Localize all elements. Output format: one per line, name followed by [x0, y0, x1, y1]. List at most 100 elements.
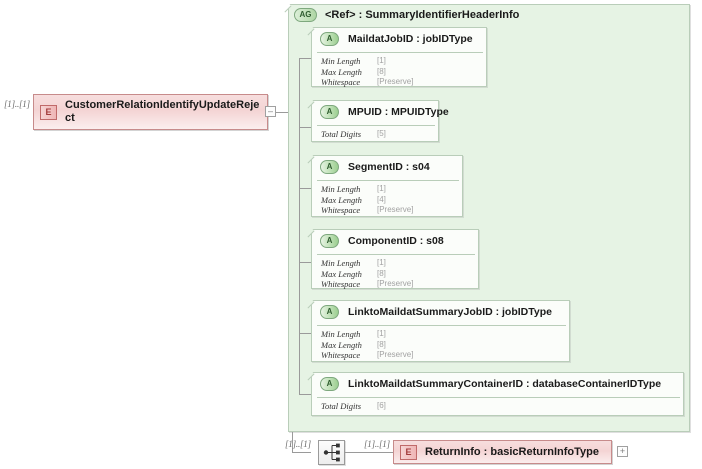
element-type-badge-icon: E — [400, 444, 417, 460]
facet-value: [1] — [377, 329, 386, 338]
attribute-tree-stub-1 — [299, 58, 311, 59]
connector-sequence-to-child — [345, 452, 393, 453]
attribute-box-linkto-maildat-summary-job-id[interactable]: A LinktoMaildatSummaryJobID : jobIDType … — [311, 300, 570, 362]
facet-row: Max Length [8] — [321, 67, 413, 78]
child-element-cardinality: [1]..[1] — [364, 439, 390, 449]
attribute-tree-stub-4 — [299, 262, 311, 263]
element-box-customer-relation-identify-update-reject[interactable]: E CustomerRelationIdentifyUpdateReject — [33, 94, 268, 130]
attribute-header-linkto-maildat-summary-job-id: A LinktoMaildatSummaryJobID : jobIDType — [320, 305, 552, 319]
facet-label: Max Length — [321, 268, 362, 279]
facet-label: Min Length — [321, 56, 361, 66]
attribute-box-component-id[interactable]: A ComponentID : s08 Min Length [1] Max L… — [311, 229, 479, 289]
facet-list: Min Length [1] Max Length [8] Whitespace… — [321, 258, 413, 290]
facet-value: [6] — [377, 401, 386, 410]
facet-label: Total Digits — [321, 401, 362, 411]
attribute-badge-icon: A — [320, 234, 339, 248]
attribute-name-label: MPUID : MPUIDType — [348, 106, 449, 118]
facet-row: Min Length [1] — [321, 258, 413, 269]
attribute-divider — [317, 52, 483, 53]
facet-label: Min Length — [321, 258, 361, 268]
attribute-name-label: LinktoMaildatSummaryContainerID : databa… — [348, 378, 662, 390]
facet-row: Total Digits [6] — [321, 401, 386, 412]
attribute-name-label: LinktoMaildatSummaryJobID : jobIDType — [348, 306, 552, 318]
attribute-divider — [317, 397, 680, 398]
facet-label: Max Length — [321, 194, 362, 205]
element-box-return-info[interactable]: E ReturnInfo : basicReturnInfoType — [393, 440, 612, 464]
facet-value: [1] — [377, 258, 386, 267]
attribute-divider — [317, 254, 475, 255]
collapse-expander-icon-root-element[interactable]: – — [265, 106, 276, 117]
attribute-divider — [317, 125, 435, 126]
facet-label: Whitespace — [321, 350, 361, 360]
facet-label: Max Length — [321, 66, 362, 77]
facet-label: Min Length — [321, 329, 361, 339]
facet-list: Min Length [1] Max Length [8] Whitespace… — [321, 56, 413, 88]
attribute-group-header: AG <Ref> : SummaryIdentifierHeaderInfo — [294, 8, 519, 22]
attribute-badge-icon: A — [320, 305, 339, 319]
sequence-cardinality-left: [1]..[1] — [285, 439, 311, 449]
element-type-badge-icon: E — [40, 104, 57, 120]
facet-value: [4] — [377, 194, 386, 204]
facet-list: Total Digits [5] — [321, 129, 386, 140]
expand-expander-icon-return-info[interactable]: + — [617, 446, 628, 457]
attribute-tree-stub-2 — [299, 127, 311, 128]
facet-row: Min Length [1] — [321, 56, 413, 67]
facet-row: Total Digits [5] — [321, 129, 386, 140]
facet-value: [8] — [377, 268, 386, 278]
attribute-name-label: ComponentID : s08 — [348, 235, 444, 247]
attribute-tree-stub-5 — [299, 333, 311, 334]
facet-label: Total Digits — [321, 129, 362, 139]
facet-value: [Preserve] — [377, 205, 414, 214]
facet-list: Total Digits [6] — [321, 401, 386, 412]
facet-row: Min Length [1] — [321, 184, 413, 195]
attribute-divider — [317, 180, 459, 181]
facet-value: [1] — [377, 56, 386, 65]
facet-value: [8] — [377, 339, 386, 349]
attribute-tree-stub-6 — [299, 394, 311, 395]
attribute-divider — [317, 325, 566, 326]
connector-root-to-trunk — [276, 112, 292, 113]
facet-list: Min Length [1] Max Length [4] Whitespace… — [321, 184, 413, 216]
root-element-cardinality: [1]..[1] — [4, 99, 30, 109]
attribute-box-linkto-maildat-summary-container-id[interactable]: A LinktoMaildatSummaryContainerID : data… — [311, 372, 684, 416]
attribute-box-maildat-job-id[interactable]: A MaildatJobID : jobIDType Min Length [1… — [311, 27, 487, 87]
child-element-label: ReturnInfo : basicReturnInfoType — [425, 445, 599, 458]
attribute-group-badge-icon: AG — [294, 8, 317, 22]
attribute-badge-icon: A — [320, 160, 339, 174]
facet-list: Min Length [1] Max Length [8] Whitespace… — [321, 329, 413, 361]
sequence-compositor-icon[interactable] — [318, 440, 345, 465]
attribute-group-title: <Ref> : SummaryIdentifierHeaderInfo — [325, 9, 520, 21]
attribute-header-linkto-maildat-summary-container-id: A LinktoMaildatSummaryContainerID : data… — [320, 377, 661, 391]
attribute-badge-icon: A — [320, 105, 339, 119]
facet-row: Whitespace [Preserve] — [321, 350, 413, 361]
sequence-icon-glyph — [323, 443, 340, 462]
facet-label: Whitespace — [321, 205, 361, 215]
facet-row: Max Length [8] — [321, 269, 413, 280]
facet-row: Whitespace [Preserve] — [321, 205, 413, 216]
attribute-name-label: MaildatJobID : jobIDType — [348, 33, 473, 45]
facet-value: [Preserve] — [377, 77, 414, 86]
attribute-header-segment-id: A SegmentID : s04 — [320, 160, 430, 174]
attribute-box-mpuid[interactable]: A MPUID : MPUIDType Total Digits [5] — [311, 100, 449, 142]
attribute-header-mpuid: A MPUID : MPUIDType — [320, 105, 449, 119]
facet-label: Whitespace — [321, 279, 361, 289]
attribute-name-label: SegmentID : s04 — [348, 161, 430, 173]
attribute-header-maildat-job-id: A MaildatJobID : jobIDType — [320, 32, 473, 46]
facet-row: Min Length [1] — [321, 329, 413, 340]
attribute-badge-icon: A — [320, 377, 339, 391]
attribute-box-segment-id[interactable]: A SegmentID : s04 Min Length [1] Max Len… — [311, 155, 463, 217]
facet-value: [Preserve] — [377, 279, 414, 288]
facet-row: Max Length [8] — [321, 340, 413, 351]
attribute-header-component-id: A ComponentID : s08 — [320, 234, 444, 248]
connector-trunk-to-sequence — [292, 452, 311, 453]
facet-value: [Preserve] — [377, 350, 414, 359]
facet-value: [5] — [377, 129, 386, 138]
facet-row: Max Length [4] — [321, 195, 413, 206]
facet-row: Whitespace [Preserve] — [321, 279, 413, 290]
attribute-tree-spine — [299, 58, 300, 394]
facet-value: [1] — [377, 184, 386, 193]
root-element-label: CustomerRelationIdentifyUpdateReject — [65, 99, 260, 124]
attribute-tree-stub-3 — [299, 188, 311, 189]
facet-label: Min Length — [321, 184, 361, 194]
